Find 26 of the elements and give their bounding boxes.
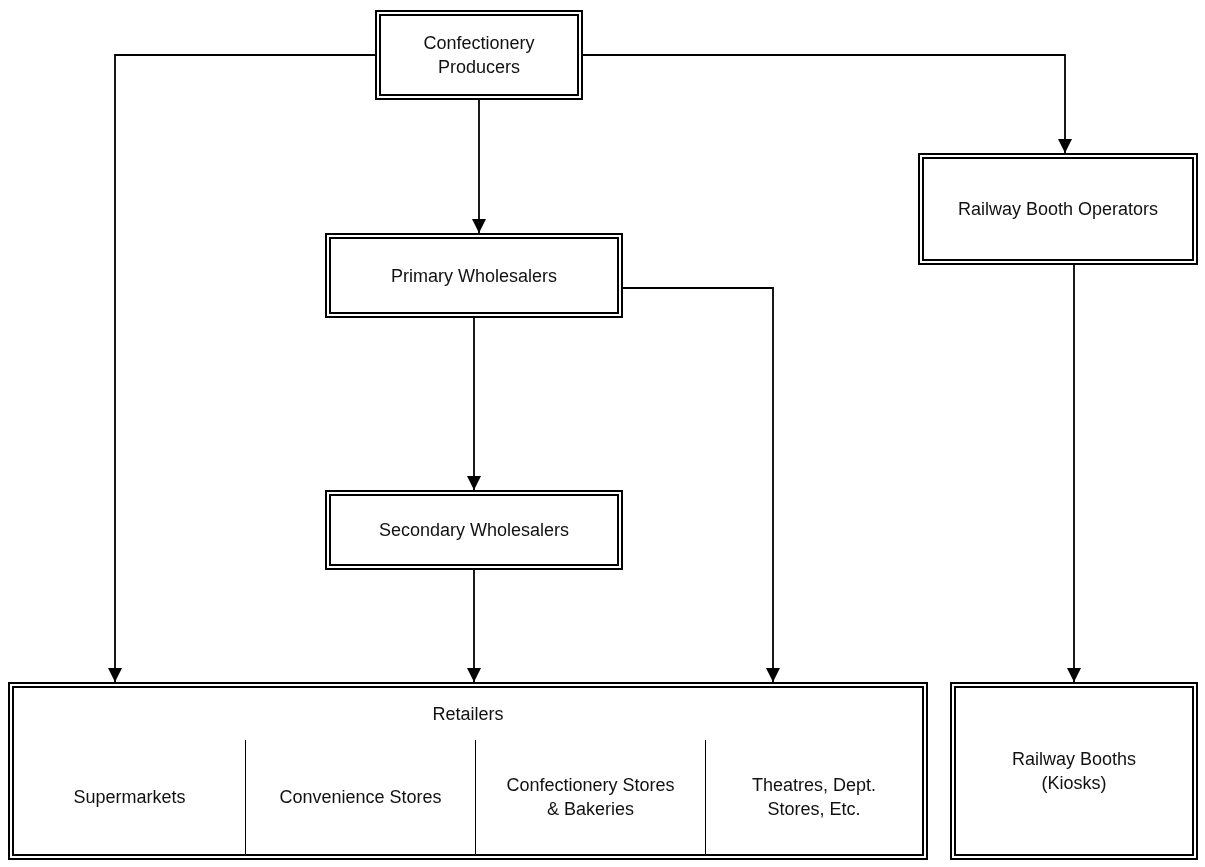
table-cell — [476, 740, 706, 854]
process-box — [918, 153, 1198, 265]
node-label: Secondary Wholesalers — [377, 519, 571, 542]
node-label: Railway Booths (Kiosks) — [1010, 748, 1138, 795]
node-label: Confectionery Producers — [422, 32, 536, 79]
node-label: Primary Wholesalers — [389, 264, 558, 288]
group-heading: Retailers — [432, 703, 504, 726]
process-box — [325, 490, 623, 570]
process-box — [375, 10, 583, 100]
process-box — [950, 682, 1198, 860]
process-box — [325, 233, 623, 318]
node-label: Railway Booth Operators — [956, 198, 1160, 221]
node-label: Confectionery Stores & Bakeries — [505, 774, 676, 821]
arrow — [472, 99, 486, 234]
arrow — [467, 569, 481, 683]
arrow — [1067, 264, 1081, 683]
node-label: Supermarkets — [72, 786, 187, 809]
node-label: Theatres, Dept. Stores, Etc. — [750, 774, 878, 821]
arrow — [467, 317, 481, 491]
table-cell — [14, 740, 246, 854]
node-label: Convenience Stores — [278, 786, 443, 809]
arrow — [108, 54, 376, 683]
arrow — [622, 287, 780, 683]
group-box — [8, 682, 928, 860]
arrow — [582, 54, 1072, 154]
table-cell — [246, 740, 476, 854]
